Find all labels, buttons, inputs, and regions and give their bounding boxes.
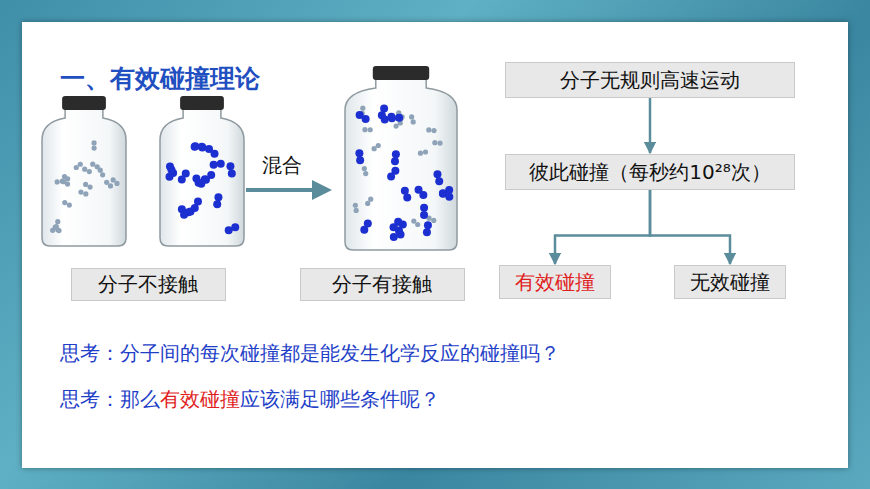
- slide-title: 一、有效碰撞理论: [60, 62, 260, 95]
- caption-box: 分子有接触: [300, 268, 465, 301]
- question-highlight: 有效碰撞: [160, 386, 240, 413]
- process-box: 彼此碰撞（每秒约10²⁸次）: [505, 154, 795, 190]
- question-text: 思考：分子间的每次碰撞都是能发生化学反应的碰撞吗？: [60, 340, 560, 367]
- node-text: 无效碰撞: [690, 270, 770, 294]
- question-text: 应该满足哪些条件呢？: [240, 386, 440, 413]
- process-box: 分子无规则高速运动: [505, 62, 795, 98]
- node-text: 彼此碰撞（每秒约10²⁸次）: [529, 160, 770, 184]
- node-text: 分子不接触: [98, 272, 198, 296]
- question-text: 思考：那么: [60, 386, 160, 413]
- caption-box: 分子不接触: [71, 268, 226, 301]
- node-text: 分子无规则高速运动: [560, 68, 740, 92]
- bottle: [160, 96, 244, 246]
- flow-connector: [555, 190, 650, 264]
- node-text: 分子有接触: [332, 272, 432, 296]
- result-box: 无效碰撞: [674, 265, 786, 299]
- mix-arrow: [246, 188, 328, 192]
- flow-connector: [649, 98, 652, 153]
- bottle: [42, 96, 126, 246]
- flow-connector: [650, 190, 730, 264]
- mix-label: 混合: [262, 152, 302, 179]
- node-text: 有效碰撞: [515, 270, 595, 294]
- result-box: 有效碰撞: [499, 265, 611, 299]
- bottle: [345, 66, 457, 250]
